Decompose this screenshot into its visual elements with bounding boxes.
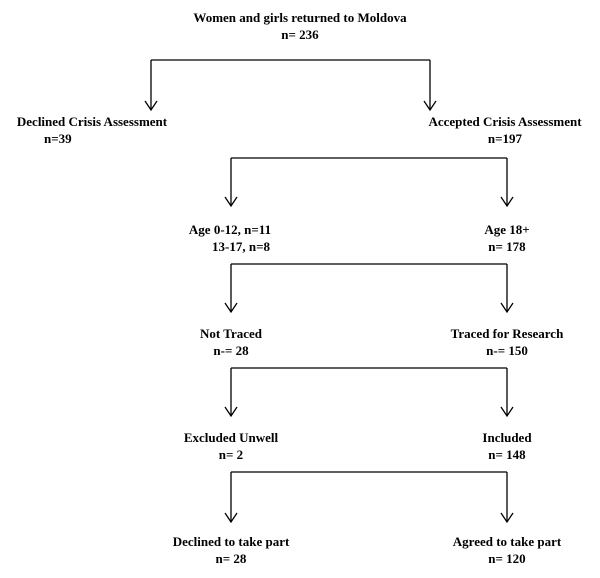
node-declined-part: Declined to take part n= 28 (150, 533, 312, 567)
arrowhead-traced (500, 302, 514, 314)
node-declined-crisis-count: n=39 (44, 131, 72, 146)
node-accepted-crisis-label: Accepted Crisis Assessment (428, 114, 582, 129)
node-agreed-part-label: Agreed to take part (452, 534, 562, 549)
node-not-traced-label: Not Traced (200, 326, 262, 341)
node-included-count: n= 148 (488, 447, 526, 462)
node-age-minor-line1: Age 0-12, n=11 (188, 222, 272, 237)
node-root-label: Women and girls returned to Moldova (193, 10, 407, 25)
node-not-traced-count: n-= 28 (213, 343, 249, 358)
arrowhead-declined-crisis (144, 100, 158, 112)
node-age-adult-count: n= 178 (488, 239, 526, 254)
node-traced: Traced for Research n-= 150 (432, 325, 582, 359)
node-age-adult-label: Age 18+ (484, 222, 530, 237)
node-excluded: Excluded Unwell n= 2 (164, 429, 298, 463)
node-declined-part-count: n= 28 (215, 551, 247, 566)
node-age-minor-line2: 13-17, n=8 (212, 239, 270, 254)
node-not-traced: Not Traced n-= 28 (170, 325, 292, 359)
node-accepted-crisis-count: n=197 (487, 131, 523, 146)
node-traced-label: Traced for Research (450, 326, 564, 341)
node-declined-crisis-label: Declined Crisis Assessment (16, 114, 168, 129)
node-excluded-count: n= 2 (218, 447, 244, 462)
node-accepted-crisis: Accepted Crisis Assessment n=197 (412, 113, 598, 147)
node-included: Included n= 148 (456, 429, 558, 463)
arrowhead-declined-part (224, 512, 238, 524)
arrowhead-excluded (224, 406, 238, 418)
node-declined-crisis: Declined Crisis Assessment n=39 (2, 113, 182, 147)
arrowhead-included (500, 406, 514, 418)
node-agreed-part: Agreed to take part n= 120 (432, 533, 582, 567)
arrowhead-age-adult (500, 196, 514, 208)
node-agreed-part-count: n= 120 (488, 551, 526, 566)
node-traced-count: n-= 150 (486, 343, 528, 358)
arrowhead-agreed-part (500, 512, 514, 524)
node-declined-part-label: Declined to take part (172, 534, 290, 549)
node-age-minor: Age 0-12, n=11 13-17, n=8 (160, 221, 300, 255)
node-root: Women and girls returned to Moldova n= 2… (170, 9, 430, 43)
node-included-label: Included (482, 430, 532, 445)
arrowhead-not-traced (224, 302, 238, 314)
node-age-adult: Age 18+ n= 178 (450, 221, 564, 255)
node-excluded-label: Excluded Unwell (183, 430, 279, 445)
arrowhead-accepted-crisis (423, 100, 437, 112)
arrowhead-age-minor (224, 196, 238, 208)
node-root-count: n= 236 (281, 27, 319, 42)
